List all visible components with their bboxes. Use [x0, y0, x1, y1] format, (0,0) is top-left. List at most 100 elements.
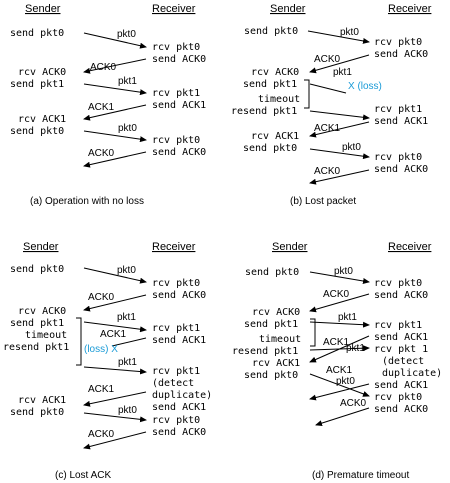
- sender-line: send pkt0: [10, 126, 64, 137]
- sender-line: rcv ACK1: [18, 395, 66, 406]
- message-arrow: [315, 407, 370, 427]
- sender-line: send pkt1: [243, 79, 297, 90]
- receiver-line: send ACK0: [152, 427, 206, 438]
- timeout-bracket: [310, 318, 316, 347]
- receiver-line: send ACK0: [374, 49, 428, 60]
- receiver-line: rcv pkt1: [374, 104, 422, 115]
- receiver-line: rcv pkt0: [152, 135, 200, 146]
- message-label: ACK0: [88, 148, 115, 159]
- message-label: pkt0: [118, 123, 137, 134]
- sender-line: rcv ACK1: [251, 131, 299, 142]
- message-arrow: [83, 151, 147, 168]
- message-arrow: [83, 321, 147, 333]
- receiver-line: send ACK0: [152, 290, 206, 301]
- loss-marker: X (loss): [348, 81, 382, 92]
- receiver-line: duplicate): [382, 368, 442, 379]
- sender-line: resend pkt1: [3, 342, 69, 353]
- message-label: ACK1: [88, 102, 115, 113]
- receiver-line: rcv pkt0: [374, 278, 422, 289]
- message-arrow: [309, 373, 370, 397]
- receiver-line: rcv pkt0: [152, 42, 200, 53]
- panel-a: Sender Receiver send pkt0 rcv ACK0 send …: [10, 3, 206, 207]
- message-arrow: [83, 58, 147, 74]
- message-arrow: [83, 104, 147, 121]
- message-arrow: [309, 345, 370, 352]
- receiver-line: send ACK1: [374, 380, 428, 391]
- message-label: pkt0: [340, 27, 359, 38]
- message-label: ACK1: [100, 329, 127, 340]
- message-label: ACK1: [88, 384, 115, 395]
- message-label: ACK0: [88, 292, 115, 303]
- receiver-header: Receiver: [152, 3, 196, 15]
- message-arrow: [309, 169, 370, 185]
- message-arrow: [309, 121, 370, 138]
- receiver-line: send ACK0: [374, 164, 428, 175]
- sender-line: resend pkt1: [231, 106, 297, 117]
- receiver-line: rcv pkt1: [152, 323, 200, 334]
- message-arrow: [309, 271, 370, 284]
- sender-line: resend pkt1: [232, 346, 298, 357]
- message-arrow: [83, 294, 147, 312]
- sender-line: rcv ACK1: [18, 114, 66, 125]
- sender-line: send pkt1: [10, 79, 64, 90]
- message-label: ACK0: [90, 62, 117, 73]
- message-label: ACK0: [314, 54, 341, 65]
- receiver-line: (detect: [152, 378, 194, 389]
- message-label: pkt1: [117, 312, 136, 323]
- sender-line: send pkt0: [10, 28, 64, 39]
- message-label: pkt1: [338, 312, 357, 323]
- receiver-line: rcv pkt0: [374, 392, 422, 403]
- sender-line: rcv ACK0: [18, 67, 66, 78]
- receiver-line: rcv pkt1: [152, 88, 200, 99]
- sender-line: send pkt0: [245, 267, 299, 278]
- message-label: pkt0: [334, 266, 353, 277]
- sender-line: send pkt0: [10, 264, 64, 275]
- sender-line: timeout: [25, 330, 67, 341]
- receiver-line: rcv pkt0: [374, 37, 422, 48]
- message-label: pkt0: [336, 376, 355, 387]
- message-arrow: [83, 391, 147, 407]
- message-label: pkt0: [117, 29, 136, 40]
- panel-caption: (a) Operation with no loss: [30, 196, 144, 207]
- receiver-line: rcv pkt1: [152, 366, 200, 377]
- message-arrow: [83, 83, 147, 96]
- message-arrow: [309, 54, 370, 74]
- receiver-header: Receiver: [388, 241, 432, 253]
- sender-line: send pkt0: [244, 26, 298, 37]
- message-label: pkt1: [118, 357, 137, 368]
- sender-line: send pkt0: [244, 370, 298, 381]
- sender-header: Sender: [25, 3, 61, 15]
- message-label: ACK1: [326, 365, 353, 376]
- receiver-line: send ACK0: [152, 147, 206, 158]
- timeout-bracket: [304, 79, 310, 109]
- message-label: ACK0: [314, 166, 341, 177]
- receiver-line: duplicate): [152, 390, 212, 401]
- sender-line: rcv ACK0: [252, 307, 300, 318]
- message-arrow: [83, 32, 147, 49]
- sender-line: timeout: [259, 334, 301, 345]
- message-arrow: [309, 321, 370, 328]
- sender-line: rcv ACK0: [251, 67, 299, 78]
- message-label: ACK0: [340, 398, 367, 409]
- message-label: ACK0: [88, 429, 115, 440]
- receiver-line: send ACK1: [374, 332, 428, 343]
- panel-caption: (d) Premature timeout: [312, 470, 409, 481]
- sender-line: send pkt1: [10, 318, 64, 329]
- sender-header: Sender: [272, 241, 308, 253]
- message-arrow: [83, 267, 147, 284]
- message-arrow: [83, 366, 147, 375]
- message-label: ACK1: [323, 337, 350, 348]
- receiver-line: send ACK1: [152, 402, 206, 413]
- message-label: ACK1: [314, 123, 341, 134]
- receiver-line: send ACK0: [152, 54, 206, 65]
- panel-c: Sender Receiver send pkt0 rcv ACK0 send …: [3, 241, 212, 481]
- receiver-line: rcv pkt0: [374, 152, 422, 163]
- sender-header: Sender: [23, 241, 59, 253]
- receiver-line: (detect: [382, 356, 424, 367]
- receiver-line: send ACK1: [374, 116, 428, 127]
- message-label: pkt0: [118, 405, 137, 416]
- receiver-line: rcv pkt0: [152, 278, 200, 289]
- sender-header: Sender: [270, 3, 306, 15]
- message-arrow: [83, 431, 147, 450]
